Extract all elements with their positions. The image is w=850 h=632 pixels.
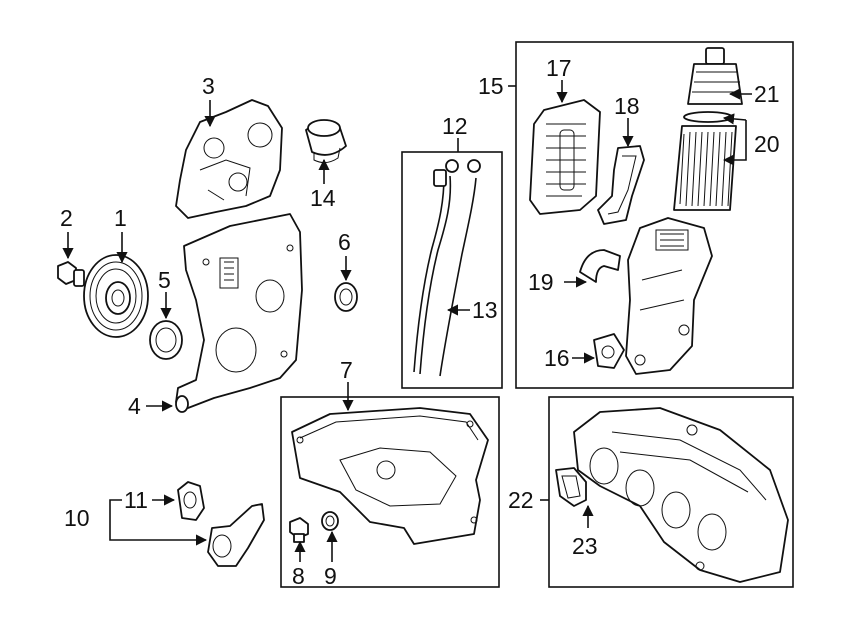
- callout-13: 13: [472, 297, 498, 323]
- drain-plug-drawing: [289, 517, 309, 543]
- callout-11: 11: [124, 487, 148, 513]
- lower-timing-cover-drawing: [175, 213, 303, 413]
- callout-7: 7: [340, 357, 353, 383]
- callout-labels: 1 2 3 4 5 6 7 8 9 10 11 12 13 14 15 16 1…: [60, 55, 780, 589]
- callout-6: 6: [338, 229, 351, 255]
- oil-filter-element-drawing: [673, 111, 737, 211]
- callout-23: 23: [572, 533, 598, 559]
- callout-10: 10: [64, 505, 90, 531]
- callout-12: 12: [442, 113, 468, 139]
- callout-2: 2: [60, 205, 73, 231]
- leader-lines: [62, 80, 752, 562]
- callout-4: 4: [128, 393, 141, 419]
- callout-22: 22: [508, 487, 534, 513]
- engine-mount-bushing-drawing: [177, 481, 205, 521]
- intake-manifold-drawing: [573, 407, 789, 583]
- callout-20: 20: [754, 131, 780, 157]
- callout-3: 3: [202, 73, 215, 99]
- oil-pan-drawing: [291, 407, 489, 545]
- drain-plug-washer-drawing: [321, 511, 339, 531]
- engine-mount-bracket-drawing: [207, 503, 265, 567]
- callout-19: 19: [528, 269, 554, 295]
- oil-cooler-gasket-drawing: [597, 145, 645, 225]
- oil-dipstick-and-tube-drawing: [413, 159, 481, 377]
- coolant-hose-drawing: [579, 249, 621, 283]
- oil-filter-cap-drawing: [687, 47, 743, 105]
- callout-9: 9: [324, 563, 337, 589]
- upper-timing-cover-drawing: [175, 99, 283, 219]
- timing-cover-seal-drawing: [334, 282, 358, 312]
- callout-14: 14: [310, 185, 336, 211]
- intake-manifold-gasket-drawing: [555, 467, 587, 507]
- pulley-bolt-drawing: [57, 261, 85, 287]
- callout-18: 18: [614, 93, 640, 119]
- oil-pan-group-box: [280, 396, 500, 588]
- oil-cooler-drawing: [529, 99, 601, 215]
- front-crank-seal-drawing: [149, 320, 183, 360]
- callout-17: 17: [546, 55, 572, 81]
- callout-21: 21: [754, 81, 780, 107]
- oil-filler-cap-drawing: [305, 119, 347, 164]
- intake-manifold-group-box: [548, 396, 794, 588]
- callout-5: 5: [158, 267, 171, 293]
- callout-1: 1: [114, 205, 127, 231]
- callout-16: 16: [544, 345, 570, 371]
- callout-15: 15: [478, 73, 504, 99]
- oil-filter-housing-group-box: [515, 41, 794, 389]
- oil-filter-housing-drawing: [625, 217, 713, 375]
- housing-plug-drawing: [593, 333, 625, 369]
- callout-8: 8: [292, 563, 305, 589]
- dipstick-group-box: [401, 151, 503, 389]
- crankshaft-pulley-drawing: [83, 254, 149, 338]
